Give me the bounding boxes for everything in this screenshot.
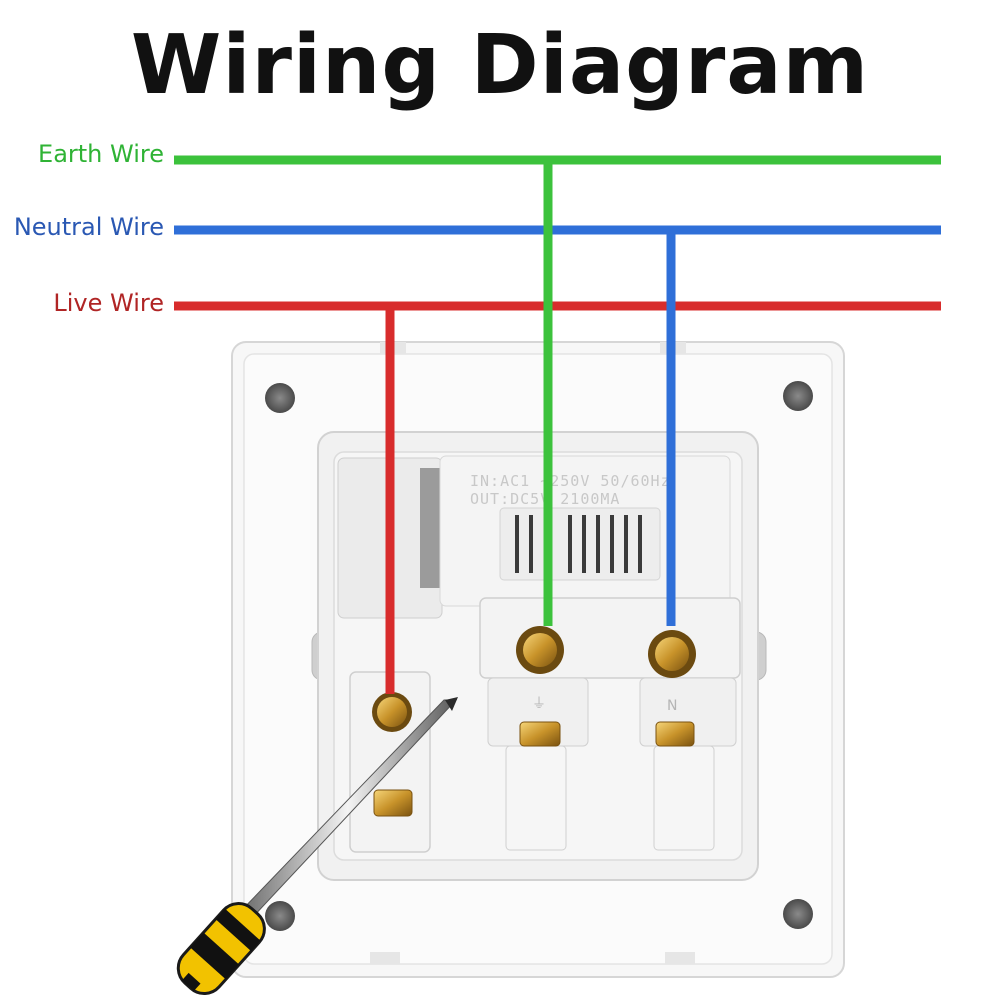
corner-screw-hole <box>265 383 295 413</box>
earth-wire-label: Earth Wire <box>38 140 164 168</box>
corner-screw-hole <box>783 381 813 411</box>
vent-slots <box>515 515 642 573</box>
rating-imprint: IN:AC1 ~250V 50/60Hz <box>470 472 671 490</box>
neutral-wire-label: Neutral Wire <box>13 213 164 241</box>
neutral-terminal-mark: N <box>667 698 677 714</box>
page-title: Wiring Diagram <box>130 18 870 113</box>
live-wire-label: Live Wire <box>53 289 164 317</box>
terminal-block-neutral <box>639 630 737 851</box>
corner-screw-hole <box>265 901 295 931</box>
screwdriver-icon <box>176 697 458 995</box>
corner-screw-hole <box>783 899 813 929</box>
earth-terminal-mark: ⏚ <box>532 696 546 712</box>
